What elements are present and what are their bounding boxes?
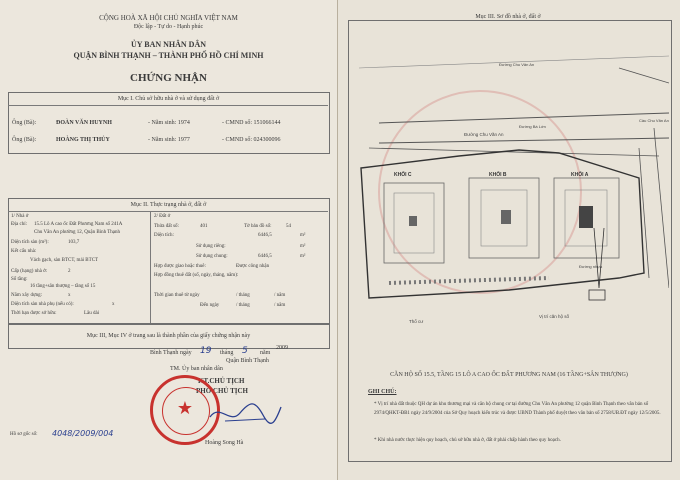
road-label-top: Đường Chu Văn An xyxy=(499,62,534,67)
owner-id: - CMND số: 151066144 xyxy=(222,120,281,126)
certificate-front-page: CỘNG HOÀ XÃ HỘI CHỦ NGHĨA VIỆT NAM Độc l… xyxy=(0,0,338,480)
signer-name: Hoàng Song Hà xyxy=(205,440,244,446)
owner-name: HOÀNG THỊ THỦY xyxy=(56,137,110,143)
floors-value: 16 tầng+sân thượng – tầng số 15 xyxy=(30,284,96,289)
bridge-label: Cầu Chu Văn An xyxy=(639,118,669,123)
parcel-label: Thửa đất số: xyxy=(154,224,179,229)
floor-area-value: 103,7 xyxy=(68,240,80,245)
lease-year: / năm xyxy=(274,293,286,298)
watermark-seal xyxy=(378,90,582,294)
ownership-term-label: Thời hạn được sở hữu: xyxy=(11,311,57,316)
registry-label: Hồ sơ gốc số: xyxy=(10,432,38,437)
signature xyxy=(209,403,282,424)
date-word: ngày xyxy=(180,350,192,356)
note-1: * Vị trí nhà đất thuộc QH dự án khu thươ… xyxy=(374,402,661,416)
build-year-value: x xyxy=(68,293,71,298)
section-3-frame xyxy=(8,323,330,349)
map-sheet-value: 54 xyxy=(286,224,291,229)
floors-label: Số tầng: xyxy=(11,277,28,282)
motto: Độc lập - Tự do - Hạnh phúc xyxy=(133,24,204,30)
section-2-frame xyxy=(8,198,330,325)
allocation-label: Hợp được giao hoặc thuê: xyxy=(154,264,206,269)
grade-label: Cấp (hạng) nhà ở: xyxy=(11,269,48,274)
district-heading: QUẬN BÌNH THẠNH – THÀNH PHỐ HỒ CHÍ MINH xyxy=(73,51,264,60)
aux-area-value: x xyxy=(112,302,115,307)
site-plan: Đường Chu Văn An Đường Chu Văn An Đường … xyxy=(358,55,669,324)
owner-label: Ông (Bà): xyxy=(12,120,37,126)
private-use-label: Sử dụng riêng: xyxy=(196,244,226,249)
committee-heading: ỦY BAN NHÂN DÂN xyxy=(130,40,207,49)
land-area-value: 6446,5 xyxy=(258,233,272,238)
unit-position-label: Vị trí căn hộ số xyxy=(539,314,570,319)
land-type-label: Thổ cư xyxy=(409,318,423,324)
owner-name: ĐOÀN VĂN HUYNH xyxy=(56,120,112,126)
month-word: tháng xyxy=(220,350,234,356)
notes-title: GHI CHÚ: xyxy=(368,389,397,395)
section-1-heading: Mục I. Chủ sở hữu nhà ở và sử dụng đất ở xyxy=(117,96,220,102)
red-seal-stamp: ★ xyxy=(150,375,220,445)
on-behalf-label: TM. Ủy ban nhân dân xyxy=(170,366,223,372)
section-3-heading: Mục III. Sơ đồ nhà ở, đất ở xyxy=(448,14,568,20)
lease-label: Hợp đồng thuê đất (số, ngày, tháng, năm)… xyxy=(154,273,239,278)
lease-from-label: Thời gian thuê từ ngày xyxy=(154,293,200,298)
aux-area-label: Diện tích sàn nhà phụ (nếu có): xyxy=(11,302,74,307)
date-month: 5 xyxy=(242,346,248,356)
owner-id: - CMND số: 024300096 xyxy=(222,137,281,143)
shared-use-label: Sử dụng chung: xyxy=(196,254,228,259)
road-label: Đường Chu Văn An xyxy=(464,132,504,137)
year-word: năm xyxy=(260,350,271,356)
unit: m² xyxy=(300,233,306,238)
date-year: 2009 xyxy=(276,345,288,351)
owner-birth: - Năm sinh: 1974 xyxy=(148,120,190,126)
land-heading: 2/ Đất ở xyxy=(154,214,171,219)
date-day: 19 xyxy=(200,346,212,356)
land-area-label: Diện tích: xyxy=(154,233,174,238)
republic-heading: CỘNG HOÀ XÃ HỘI CHỦ NGHĨA VIỆT NAM xyxy=(99,14,238,22)
house-heading: 1/ Nhà ở xyxy=(11,214,29,219)
shared-use-value: 6446,5 xyxy=(258,254,272,259)
floor-area-label: Diện tích sàn (m²): xyxy=(11,240,49,245)
lease-month: / tháng xyxy=(236,293,250,298)
block-c-label: KHỐI C xyxy=(394,171,412,178)
certificate-title: CHỨNG NHẬN xyxy=(130,72,207,84)
lease-month: / tháng xyxy=(236,303,250,308)
signing-district: Quận Bình Thạnh xyxy=(226,358,269,364)
owner-label: Ông (Bà): xyxy=(12,137,37,143)
lease-year: / năm xyxy=(274,303,286,308)
build-year-label: Năm xây dựng: xyxy=(11,293,43,298)
unit-caption: CĂN HỘ SỐ 15.5, TẦNG 15 LÔ A CAO ỐC ĐẤT … xyxy=(390,372,628,378)
lease-to-label: Đến ngày xyxy=(200,303,220,308)
section-1-frame xyxy=(8,92,330,154)
address-label: Địa chỉ: xyxy=(11,222,27,227)
parcel-value: 401 xyxy=(200,224,208,229)
owner-birth: - Năm sinh: 1977 xyxy=(148,137,190,143)
structure-label: Kết cấu nhà: xyxy=(11,249,37,254)
vice-chairman: PHÓ CHỦ TỊCH xyxy=(196,387,248,395)
plan-frame xyxy=(348,20,672,462)
annex-note: Mục III, Mục IV ở trang sau là thành phầ… xyxy=(86,333,251,339)
note-2: * Khi nhà nước thực hiện quy hoạch, chủ … xyxy=(374,438,561,443)
structure-value: Vách gạch, sàn BTCT, mái BTCT xyxy=(30,258,99,263)
address-value-2: Chu Văn An phường 12, Quận Bình Thạnh xyxy=(34,230,121,235)
kt-chairman: KT.CHỦ TỊCH xyxy=(198,377,245,385)
ownership-term-value: Lâu dài xyxy=(84,311,100,316)
map-sheet-label: Tờ bản đồ số: xyxy=(244,224,272,229)
block-a-label: KHỐI A xyxy=(571,171,589,178)
grade-value: 2 xyxy=(68,269,71,274)
block-b-label: KHỐI B xyxy=(489,171,507,178)
certificate-plan-page: Mục III. Sơ đồ nhà ở, đất ở Đường Chu Vă… xyxy=(338,0,680,480)
allocation-value: Được công nhận xyxy=(236,264,270,269)
address-value: 15.5 Lô A cao ốc Đất Phương Nam số 241A xyxy=(34,222,123,227)
unit: m² xyxy=(300,254,306,259)
signing-place: Bình Thạnh xyxy=(150,350,179,356)
registry-number: 4048/2009/004 xyxy=(52,429,114,438)
alley-label: Đường nhựa xyxy=(579,264,603,269)
unit: m² xyxy=(300,244,306,249)
section-2-heading: Mục II. Thực trạng nhà ở, đất ở xyxy=(130,202,207,208)
road-label-2: Đường Bà Lớn xyxy=(519,124,546,129)
